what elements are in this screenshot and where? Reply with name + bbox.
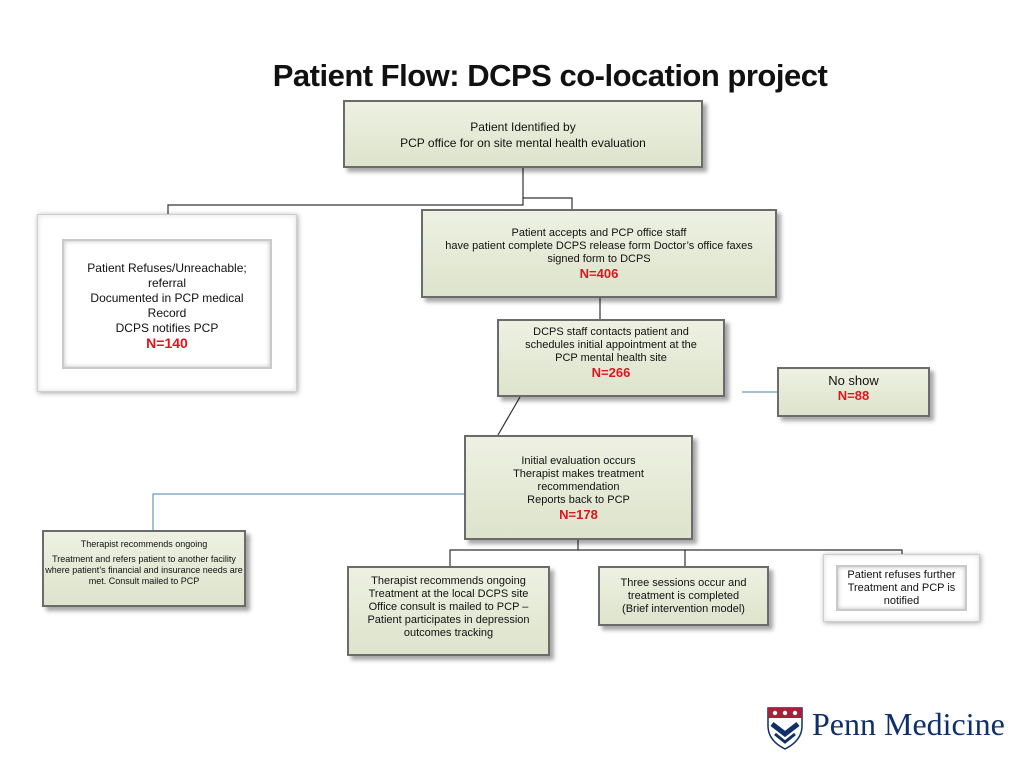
node-text: schedules initial appointment at the bbox=[525, 339, 697, 351]
node-count: N=178 bbox=[559, 507, 598, 522]
logo-text: Penn Medicine bbox=[812, 706, 1005, 742]
node-text: signed form to DCPS bbox=[547, 253, 651, 265]
node-patient-refuses-frame: Patient Refuses/Unreachable; referral Do… bbox=[37, 214, 297, 392]
node-dcps-contacts: DCPS staff contacts patient and schedule… bbox=[497, 319, 725, 397]
connector-to-sessions bbox=[578, 549, 686, 566]
penn-medicine-logo: Penn Medicine bbox=[766, 706, 1024, 750]
node-local-dcps-treatment: Therapist recommends ongoing Treatment a… bbox=[347, 566, 550, 656]
node-text: Three sessions occur and bbox=[620, 577, 747, 589]
node-text: Therapist makes treatment bbox=[513, 468, 644, 480]
node-text: Patient participates in depression bbox=[367, 614, 530, 626]
node-text: PCP mental health site bbox=[555, 352, 667, 364]
node-patient-identified: Patient Identified by PCP office for on … bbox=[343, 100, 703, 168]
node-text: Patient accepts and PCP office staff bbox=[511, 227, 687, 239]
node-text: Initial evaluation occurs bbox=[521, 455, 636, 467]
node-count: N=406 bbox=[579, 266, 619, 281]
connector-evaluation-children bbox=[449, 540, 579, 568]
node-text: Patient Refuses/Unreachable; bbox=[87, 261, 247, 275]
node-refuses-further-frame: Patient refuses further Treatment and PC… bbox=[823, 554, 980, 622]
node-patient-refuses: Patient Refuses/Unreachable; referral Do… bbox=[62, 239, 272, 369]
node-no-show: No show N=88 bbox=[777, 367, 930, 417]
node-text: Office consult is mailed to PCP – bbox=[368, 601, 529, 613]
node-count: N=88 bbox=[837, 388, 870, 403]
node-text: Patient Identified by bbox=[470, 120, 576, 134]
node-refuses-further: Patient refuses further Treatment and PC… bbox=[836, 565, 967, 611]
node-text: No show bbox=[828, 373, 879, 388]
node-patient-accepts: Patient accepts and PCP office staff hav… bbox=[421, 209, 777, 298]
node-text: Therapist recommends ongoing bbox=[80, 539, 208, 549]
node-text: (Brief intervention model) bbox=[622, 603, 745, 615]
connector-contacts-evaluation bbox=[497, 396, 521, 436]
node-text: referral bbox=[147, 276, 186, 290]
node-text: Record bbox=[147, 306, 187, 320]
node-refers-other-facility: Therapist recommends ongoing Treatment a… bbox=[42, 530, 246, 607]
node-text: PCP office for on site mental health eva… bbox=[400, 136, 646, 150]
node-three-sessions: Three sessions occur and treatment is co… bbox=[598, 566, 769, 626]
node-text: Therapist recommends ongoing bbox=[371, 575, 526, 587]
node-text: Documented in PCP medical bbox=[90, 291, 244, 305]
node-text: recommendation bbox=[537, 481, 620, 493]
connector-identified-split bbox=[167, 168, 524, 214]
node-text: DCPS notifies PCP bbox=[115, 321, 219, 335]
node-text: Treatment and PCP is bbox=[847, 582, 956, 594]
node-text: Patient refuses further bbox=[847, 569, 956, 581]
connector-to-accepts bbox=[523, 197, 573, 210]
node-text: notified bbox=[883, 595, 920, 607]
node-text: Reports back to PCP bbox=[527, 494, 630, 506]
node-count: N=140 bbox=[146, 335, 188, 351]
node-count: N=266 bbox=[591, 365, 631, 380]
node-text: DCPS staff contacts patient and bbox=[533, 326, 689, 338]
node-initial-evaluation: Initial evaluation occurs Therapist make… bbox=[464, 435, 693, 540]
node-text: treatment is completed bbox=[627, 590, 740, 602]
node-text: outcomes tracking bbox=[403, 627, 494, 639]
connector-to-further bbox=[685, 549, 903, 555]
node-text: Treatment and refers patient to another … bbox=[45, 554, 243, 586]
penn-shield-icon bbox=[767, 707, 803, 750]
page-title: Patient Flow: DCPS co-location project bbox=[272, 58, 828, 93]
node-text: Treatment at the local DCPS site bbox=[368, 588, 529, 600]
node-text: have patient complete DCPS release form … bbox=[445, 240, 753, 252]
